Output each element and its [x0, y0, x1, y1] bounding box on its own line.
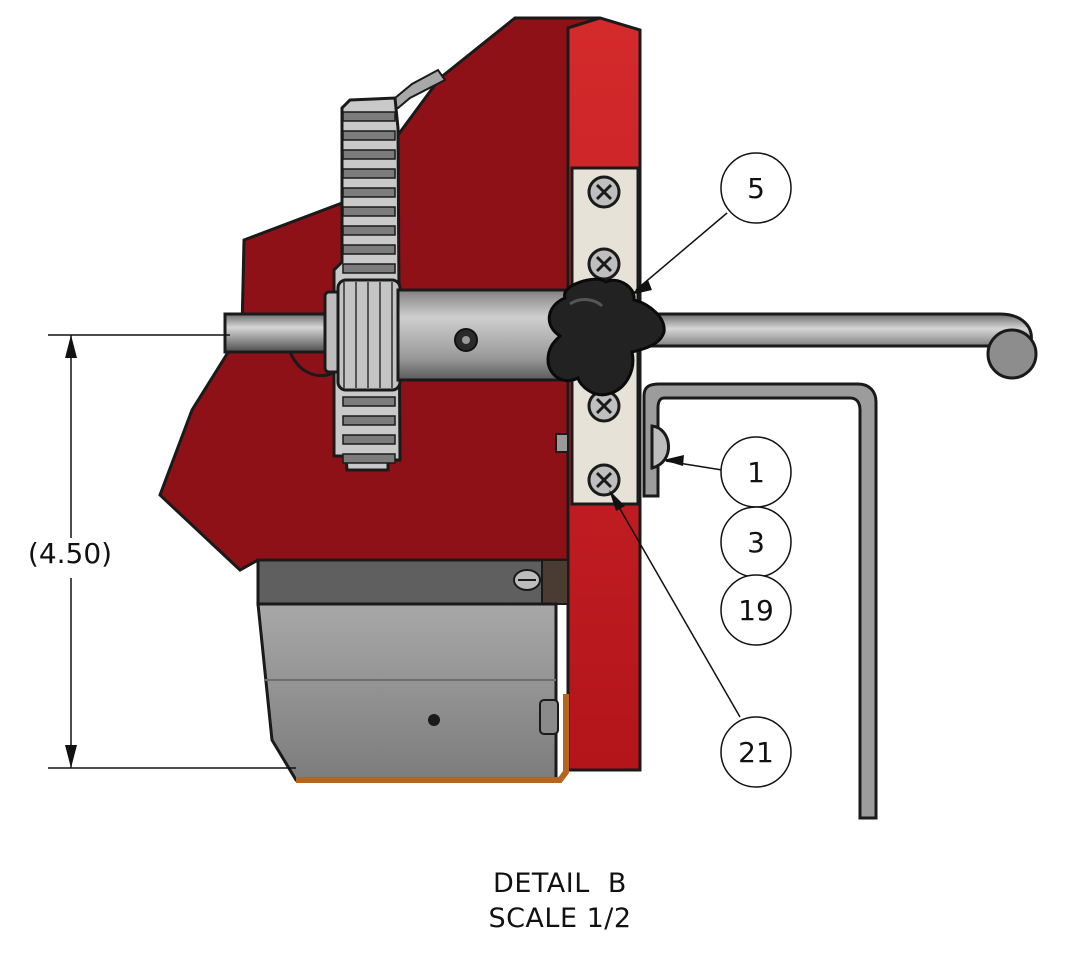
- rack-tooth: [342, 396, 396, 407]
- plate-screw: [587, 247, 621, 281]
- plate-screws: [587, 175, 621, 497]
- plate-screw: [587, 463, 621, 497]
- bracket-nut: [555, 433, 569, 453]
- svg-text:3: 3: [747, 526, 765, 559]
- balloon-5: 5: [720, 152, 792, 224]
- view-title: DETAIL B: [493, 868, 627, 899]
- dimension-arrow-bottom: [65, 745, 77, 768]
- leader-1-arrow: [663, 455, 684, 466]
- gear-wheel-teeth: [343, 282, 393, 388]
- balloon-3: 3: [720, 506, 792, 578]
- star-knob-highlight: [569, 298, 604, 308]
- hub-set-screw-inner: [462, 336, 470, 344]
- rack-tooth: [342, 453, 396, 464]
- leader-21-arrow: [609, 490, 625, 511]
- rack-tooth: [342, 111, 396, 122]
- bracket-bolt-head: [650, 424, 670, 470]
- svg-text:1: 1: [747, 456, 765, 489]
- bottom-bolt: [539, 699, 559, 735]
- rack-tooth: [342, 263, 396, 274]
- svg-text:21: 21: [738, 736, 774, 769]
- plate-screw: [587, 175, 621, 209]
- shaft-hub: [396, 288, 567, 382]
- balloon-19: 19: [720, 574, 792, 646]
- bent-wire-bracket: [642, 382, 878, 820]
- rack-tooth: [342, 225, 396, 236]
- view-scale: SCALE 1/2: [488, 903, 632, 934]
- rack-tooth: [342, 130, 396, 141]
- leader-21: [611, 494, 741, 718]
- copper-strip: [296, 694, 569, 783]
- handle-rod: [638, 312, 1033, 358]
- galvanized-block-upper-right: [541, 559, 569, 605]
- svg-text:19: 19: [738, 594, 774, 627]
- galvanized-hole: [428, 714, 440, 726]
- rack-tooth: [342, 415, 396, 426]
- rack-tooth: [342, 206, 396, 217]
- svg-text:5: 5: [747, 172, 765, 205]
- leader-5: [635, 212, 728, 291]
- rack-tooth: [342, 168, 396, 179]
- dimension-arrow-top: [65, 335, 77, 358]
- rack-tooth: [342, 434, 396, 445]
- star-knob: [546, 277, 666, 397]
- body-top-notch: [351, 68, 447, 110]
- balloon-21: 21: [720, 716, 792, 788]
- rod-shadow: [288, 351, 336, 377]
- handle-rod-end: [986, 328, 1038, 380]
- leader-5-arrow: [630, 280, 652, 295]
- rack-tooth: [342, 149, 396, 160]
- galvanized-block: [256, 602, 558, 782]
- rack-tooth: [342, 187, 396, 198]
- dimension-label: (4.50): [28, 537, 112, 570]
- galvanized-block-upper: [256, 558, 558, 606]
- balloon-1: 1: [720, 436, 792, 508]
- rack-tooth: [342, 244, 396, 255]
- rod-left: [223, 312, 342, 354]
